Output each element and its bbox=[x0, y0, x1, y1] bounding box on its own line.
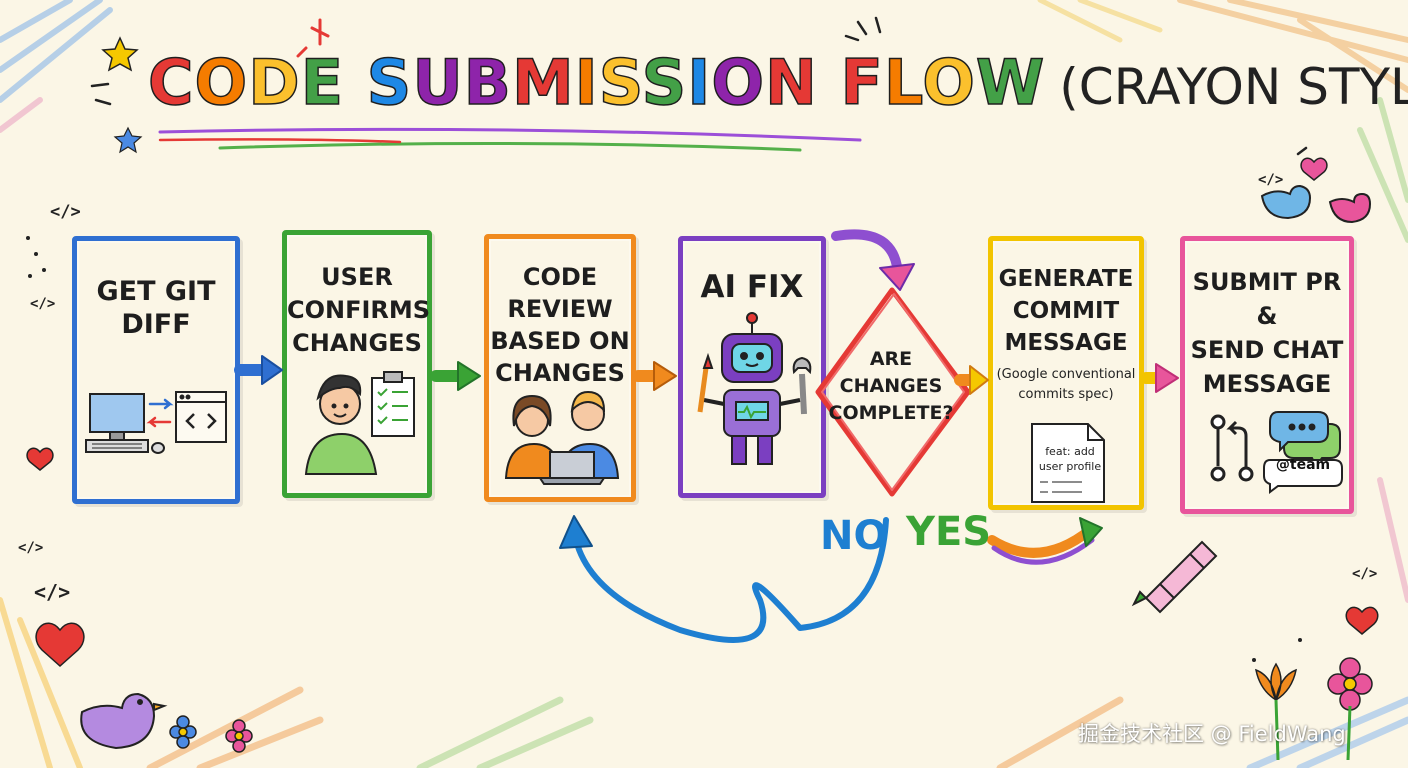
step-label: SUBMIT PR & SEND CHAT MESSAGE bbox=[1190, 268, 1344, 398]
code-tag-decoration-5: </> bbox=[1258, 172, 1284, 188]
code-tag-decoration-1: </> bbox=[50, 202, 81, 222]
title-letter: I bbox=[686, 46, 712, 119]
title-letter: I bbox=[574, 46, 599, 119]
title-letter: O bbox=[194, 46, 249, 119]
title-letter: O bbox=[711, 46, 766, 119]
decision-yes-label: YES bbox=[906, 509, 992, 555]
watermark: 掘金技术社区 @ FieldWang bbox=[1078, 722, 1346, 746]
title-letter: C bbox=[147, 46, 195, 119]
title-letter: B bbox=[463, 46, 512, 119]
commit-example-text: feat: add user profile bbox=[1038, 445, 1102, 473]
title-letter bbox=[818, 46, 841, 119]
team-mention-text: @team bbox=[1275, 457, 1331, 473]
code-tag-decoration-2: </> bbox=[30, 296, 56, 312]
title-letter: S bbox=[366, 46, 413, 119]
title-letter: W bbox=[975, 46, 1046, 119]
step-submit-pr: SUBMIT PR & SEND CHAT MESSAGE bbox=[1180, 236, 1354, 514]
title-letter: M bbox=[511, 46, 575, 119]
title-letter: N bbox=[764, 46, 818, 119]
title-letter: L bbox=[883, 46, 923, 119]
title-letter: D bbox=[247, 46, 301, 119]
step-code-review: CODE REVIEW BASED ON CHANGES bbox=[484, 234, 636, 502]
title-letter bbox=[344, 46, 367, 119]
step-ai-fix: AI FIX bbox=[678, 236, 826, 498]
step-label: AI FIX bbox=[700, 269, 804, 305]
title-letter: S bbox=[641, 46, 688, 119]
decision-no-label: NO bbox=[820, 513, 888, 559]
title-main: CODE SUBMISSION FLOW bbox=[147, 46, 1046, 119]
title-subtitle: (CRAYON STYLE) bbox=[1059, 58, 1408, 116]
title-letter: S bbox=[598, 46, 642, 119]
step-label: CODE REVIEW BASED ON CHANGES bbox=[490, 263, 630, 387]
step-user-confirms-changes: USER CONFIRMS CHANGES bbox=[282, 230, 432, 498]
title-letter: U bbox=[412, 46, 464, 119]
code-tag-decoration-3: </> bbox=[18, 540, 44, 556]
step-label: GENERATE COMMIT MESSAGE bbox=[998, 266, 1134, 356]
commit-spec-note: (Google conventional commits spec) bbox=[996, 367, 1136, 402]
diagram-title: CODE SUBMISSION FLOW(CRAYON STYLE) bbox=[147, 51, 1408, 116]
step-label: USER CONFIRMS CHANGES bbox=[287, 263, 431, 357]
step-get-git-diff: GET GIT DIFF bbox=[72, 236, 240, 504]
code-tag-decoration-6: </> bbox=[1352, 566, 1378, 582]
code-tag-decoration-4: </> bbox=[34, 580, 71, 604]
title-letter: E bbox=[300, 46, 345, 119]
title-letter: O bbox=[921, 46, 976, 119]
title-letter: F bbox=[840, 46, 884, 119]
step-label: GET GIT DIFF bbox=[96, 276, 216, 340]
decision-label: ARE CHANGES COMPLETE? bbox=[828, 348, 954, 424]
